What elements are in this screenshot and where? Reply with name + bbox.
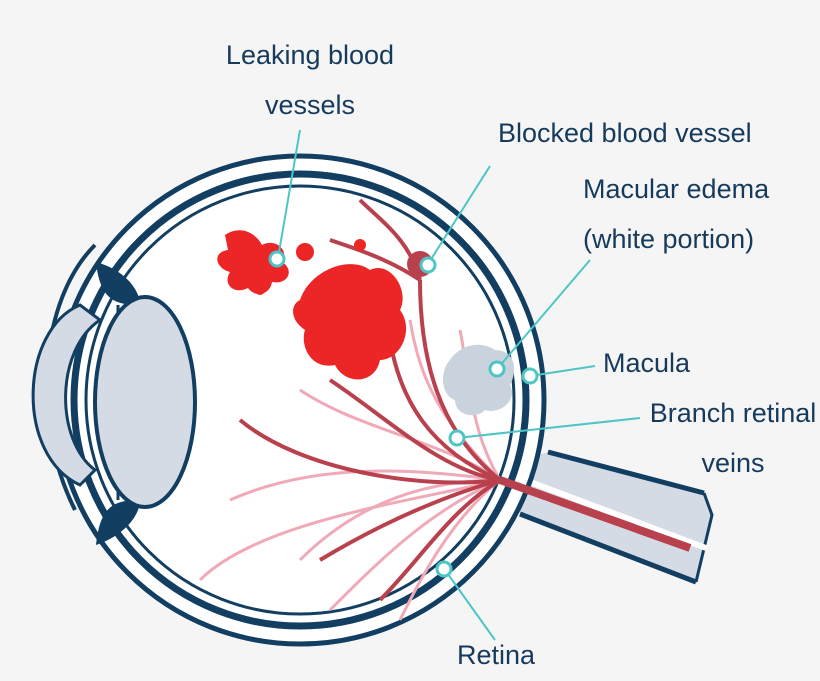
retina-layer (84, 184, 516, 616)
choroid (70, 170, 530, 630)
label-blocked-blood-vessel: Blocked blood vessel (498, 118, 752, 148)
leader-dots (268, 250, 539, 578)
label-branch-retinal-veins: Branch retinal veins (649, 398, 817, 478)
hemorrhages (217, 230, 407, 380)
label-macular-edema: Macular edema (white portion) (583, 174, 770, 254)
leader-lines (277, 129, 641, 641)
branch-retinal-veins (238, 198, 692, 602)
label-retina: Retina (457, 640, 536, 670)
label-macula: Macula (603, 348, 691, 378)
anterior-segment (31, 243, 197, 545)
label-leaking-blood-vessels: Leaking blood vessels (225, 40, 395, 120)
